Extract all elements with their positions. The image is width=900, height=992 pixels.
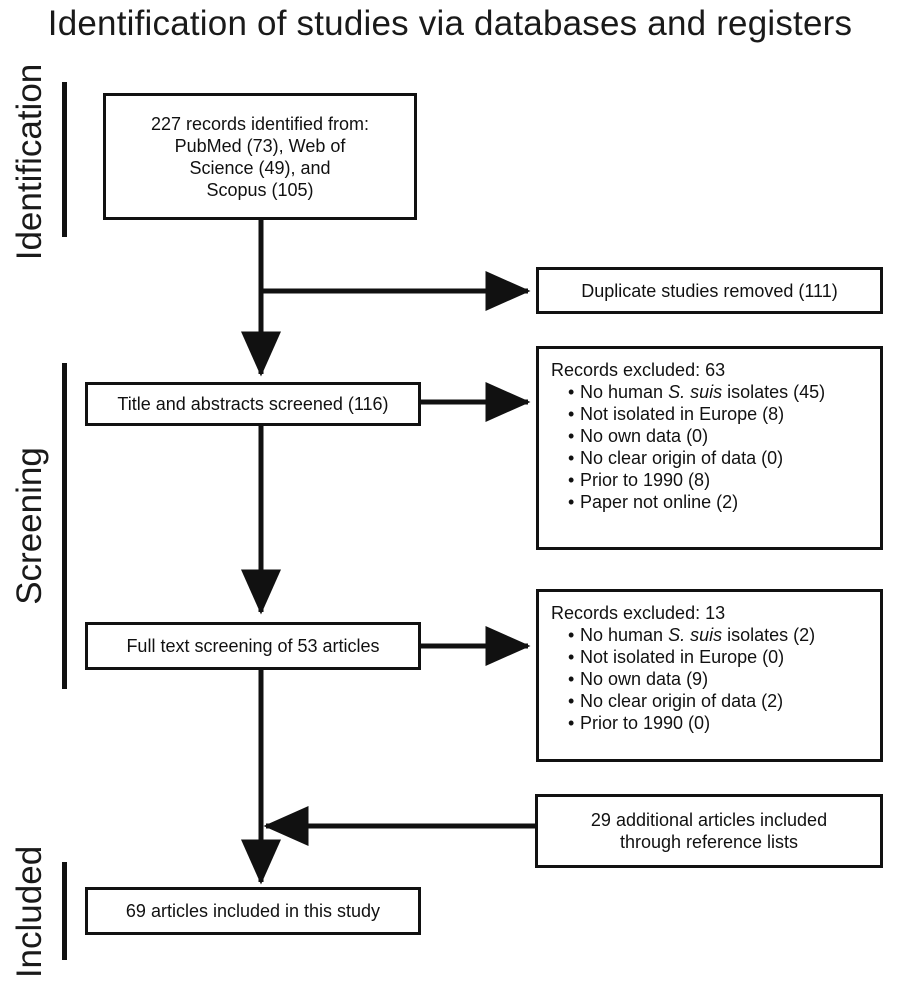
excluded-2-item: No own data (9) [551,668,872,690]
included-box: 69 articles included in this study [85,887,421,935]
excluded-2-box: Records excluded: 13 No human S. suis is… [536,589,883,762]
title-abstracts-box: Title and abstracts screened (116) [85,382,421,426]
identification-phase-bar [62,82,67,237]
full-text-box: Full text screening of 53 articles [85,622,421,670]
additional-line-2: through reference lists [619,832,799,852]
excluded-1-box: Records excluded: 63 No human S. suis is… [536,346,883,550]
records-identified-line-1: 227 records identified from: [150,113,370,134]
records-identified-line-4: Scopus (105) [206,179,314,200]
excluded-1-list: No human S. suis isolates (45) Not isola… [551,381,872,513]
excluded-1-item: No human S. suis isolates (45) [551,381,872,403]
excluded-1-item: No own data (0) [551,425,872,447]
excluded-2-list: No human S. suis isolates (2) Not isolat… [551,624,872,734]
excluded-2-item: No clear origin of data (2) [551,690,872,712]
excluded-2-item: No human S. suis isolates (2) [551,624,872,646]
records-identified-box: 227 records identified from: PubMed (73)… [103,93,417,220]
title-abstracts-text: Title and abstracts screened (116) [117,394,389,414]
screening-phase-bar [62,363,67,689]
excluded-1-item: Not isolated in Europe (8) [551,403,872,425]
duplicates-box: Duplicate studies removed (111) [536,267,883,314]
records-identified-line-2: PubMed (73), Web of [174,135,346,156]
excluded-2-item: Prior to 1990 (0) [551,712,872,734]
duplicates-text: Duplicate studies removed (111) [581,280,838,301]
excluded-2-title: Records excluded: 13 [551,603,726,623]
excluded-2-item: Not isolated in Europe (0) [551,646,872,668]
included-text: 69 articles included in this study [125,901,381,921]
excluded-1-item: Prior to 1990 (8) [551,469,872,491]
diagram-title: Identification of studies via databases … [47,4,853,43]
full-text-text: Full text screening of 53 articles [126,636,380,656]
excluded-1-item: No clear origin of data (0) [551,447,872,469]
excluded-1-item: Paper not online (2) [551,491,872,513]
records-identified-line-3: Science (49), and [189,157,331,178]
excluded-1-title: Records excluded: 63 [551,360,726,380]
included-phase-bar [62,862,67,960]
additional-line-1: 29 additional articles included [590,810,828,830]
additional-articles-box: 29 additional articles included through … [535,794,883,868]
